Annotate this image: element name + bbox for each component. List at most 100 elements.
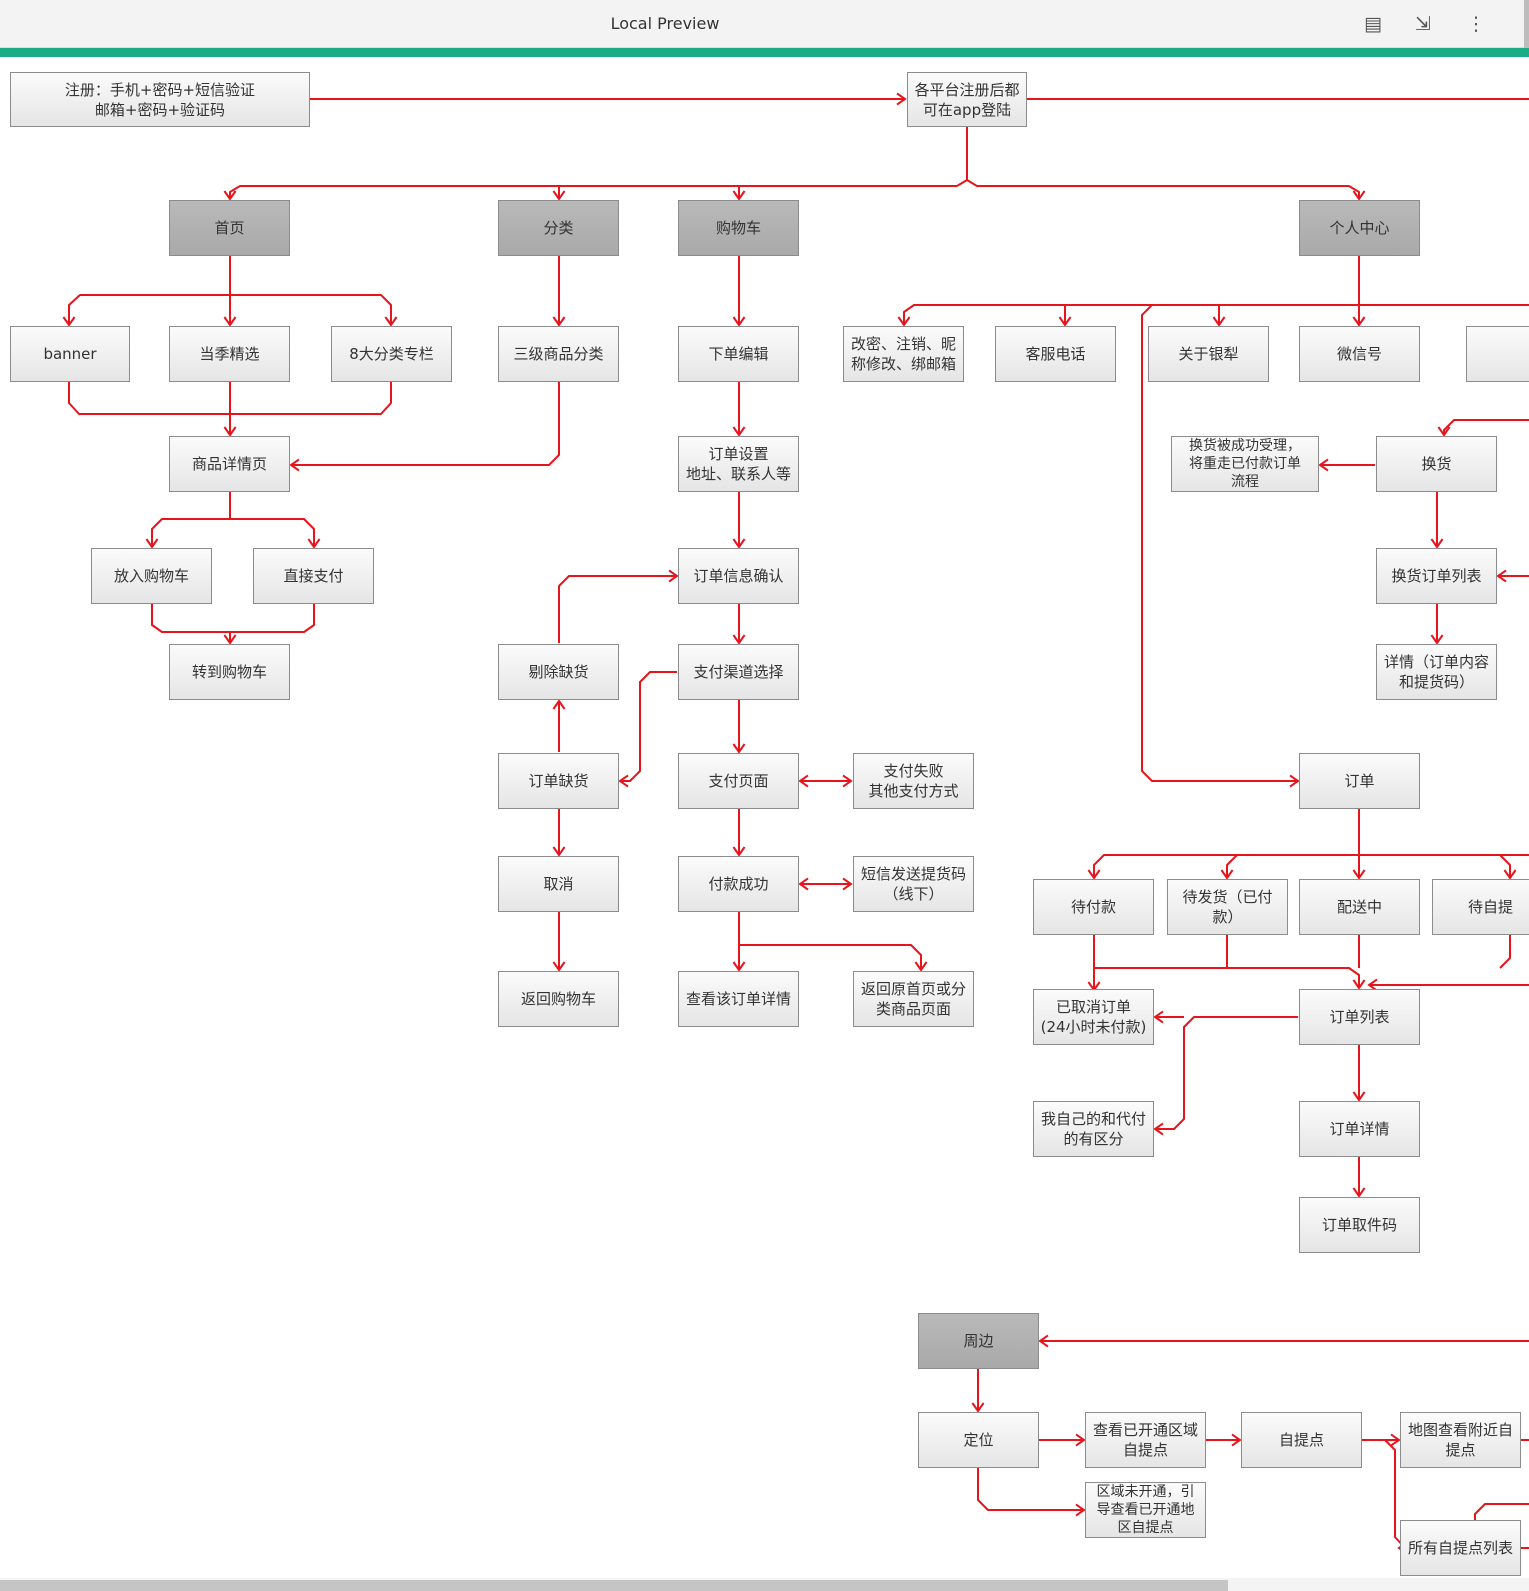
- arrowhead: [732, 190, 746, 201]
- window-title: Local Preview: [610, 14, 720, 33]
- node-view-open: 查看已开通区域 自提点: [1085, 1412, 1206, 1468]
- arrowhead: [62, 316, 76, 327]
- arrowhead: [1430, 634, 1444, 645]
- node-order-setting: 订单设置 地址、联系人等: [678, 436, 799, 492]
- arrowhead: [223, 316, 237, 327]
- arrowhead: [223, 190, 237, 201]
- arrowhead: [896, 92, 907, 106]
- node-exchange-list: 换货订单列表: [1376, 548, 1497, 604]
- arrowhead: [289, 458, 300, 472]
- arrowhead: [384, 316, 398, 327]
- arrowhead: [732, 426, 746, 437]
- arrowhead: [618, 774, 629, 788]
- connector-14: [291, 382, 560, 466]
- arrowhead: [1496, 569, 1507, 583]
- connector-7: [966, 179, 1360, 199]
- node-pending-pickup: 待自提: [1432, 879, 1529, 935]
- arrowhead: [732, 846, 746, 857]
- connector-15: [220, 492, 231, 520]
- node-login: 各平台注册后都 可在app登陆: [907, 72, 1027, 127]
- arrowhead: [668, 569, 679, 583]
- arrowhead: [1352, 316, 1366, 327]
- arrowhead: [1367, 978, 1378, 992]
- arrowhead: [1153, 1010, 1164, 1024]
- node-nearby: 周边: [918, 1313, 1039, 1369]
- connector-4: [229, 185, 957, 199]
- arrowhead: [842, 774, 853, 788]
- node-seasonal: 当季精选: [169, 326, 290, 382]
- more-vertical-icon[interactable]: ⋮: [1466, 13, 1486, 35]
- connector-17: [230, 518, 315, 547]
- node-mine-proxy: 我自己的和代付 的有区分: [1033, 1101, 1154, 1157]
- node-three-level: 三级商品分类: [498, 326, 619, 382]
- connector-54: [1094, 967, 1360, 988]
- arrowhead: [842, 877, 853, 891]
- connector-10: [230, 294, 392, 325]
- node-eight-cat: 8大分类专栏: [331, 326, 452, 382]
- arrowhead: [1231, 1433, 1242, 1447]
- connector-57: [1499, 935, 1511, 969]
- node-not-open: 区域未开通，引 导查看已开通地 区自提点: [1085, 1482, 1206, 1538]
- document-icon[interactable]: ▤: [1364, 13, 1382, 35]
- arrowhead: [1352, 1091, 1366, 1102]
- node-direct-pay: 直接支付: [253, 548, 374, 604]
- connector-42: [1443, 419, 1529, 435]
- connector-50: [1226, 854, 1238, 878]
- node-pay-success: 付款成功: [678, 856, 799, 912]
- arrowhead: [1352, 979, 1366, 990]
- arrowhead: [1220, 869, 1234, 880]
- arrowhead: [1437, 426, 1451, 437]
- arrowhead: [1075, 1503, 1086, 1517]
- connector-32: [558, 575, 677, 643]
- horizontal-scrollbar-thumb[interactable]: [0, 1580, 1228, 1591]
- arrowhead: [552, 190, 566, 201]
- node-pending-ship: 待发货（已付 款）: [1167, 879, 1288, 935]
- arrowhead: [223, 634, 237, 645]
- node-cancelled: 已取消订单 (24小时未付款): [1033, 989, 1154, 1045]
- arrowhead: [732, 961, 746, 972]
- node-wechat: 微信号: [1299, 326, 1420, 382]
- export-icon[interactable]: ⇲: [1415, 13, 1431, 35]
- node-add-cart: 放入购物车: [91, 548, 212, 604]
- node-pay-channel: 支付渠道选择: [678, 644, 799, 700]
- arrowhead: [1087, 869, 1101, 880]
- node-category: 分类: [498, 200, 619, 256]
- node-map-nearby: 地图查看附近自 提点: [1400, 1412, 1521, 1468]
- connector-49: [1093, 854, 1359, 878]
- arrowhead: [1352, 1187, 1366, 1198]
- node-remove-out: 剔除缺货: [498, 644, 619, 700]
- node-exchange-detail: 详情（订单内容 和提货码）: [1376, 644, 1497, 700]
- arrowhead: [914, 961, 928, 972]
- node-exchange: 换货: [1376, 436, 1497, 492]
- title-bar: Local Preview ▤ ⇲ ⋮: [0, 0, 1529, 48]
- arrowhead: [897, 316, 911, 327]
- scrollbar-edge: [1524, 0, 1529, 48]
- arrowhead: [1390, 1433, 1401, 1447]
- accent-bar: [0, 48, 1529, 57]
- node-to-cart: 转到购物车: [169, 644, 290, 700]
- connector-52: [1499, 854, 1511, 878]
- node-self-pickup: 自提点: [1241, 1412, 1362, 1468]
- arrowhead: [1289, 774, 1300, 788]
- node-locate: 定位: [918, 1412, 1039, 1468]
- node-order-edit: 下单编辑: [678, 326, 799, 382]
- arrowhead: [223, 426, 237, 437]
- node-home: 首页: [169, 200, 290, 256]
- connector-3: [956, 127, 968, 187]
- node-about: 关于银犁: [1148, 326, 1269, 382]
- connector-70: [1474, 1503, 1529, 1520]
- arrowhead: [552, 316, 566, 327]
- node-partial-right: [1466, 326, 1529, 382]
- arrowhead: [1430, 538, 1444, 549]
- arrowhead: [552, 961, 566, 972]
- node-back-home: 返回原首页或分 类商品页面: [853, 971, 974, 1027]
- node-service-phone: 客服电话: [995, 326, 1116, 382]
- connector-16: [151, 518, 220, 547]
- arrowhead: [307, 538, 321, 549]
- node-delivering: 配送中: [1299, 879, 1420, 935]
- arrowhead: [732, 316, 746, 327]
- node-banner: banner: [10, 326, 130, 382]
- node-view-order: 查看该订单详情: [678, 971, 799, 1027]
- connector-30: [620, 671, 677, 782]
- node-product-detail: 商品详情页: [169, 436, 290, 492]
